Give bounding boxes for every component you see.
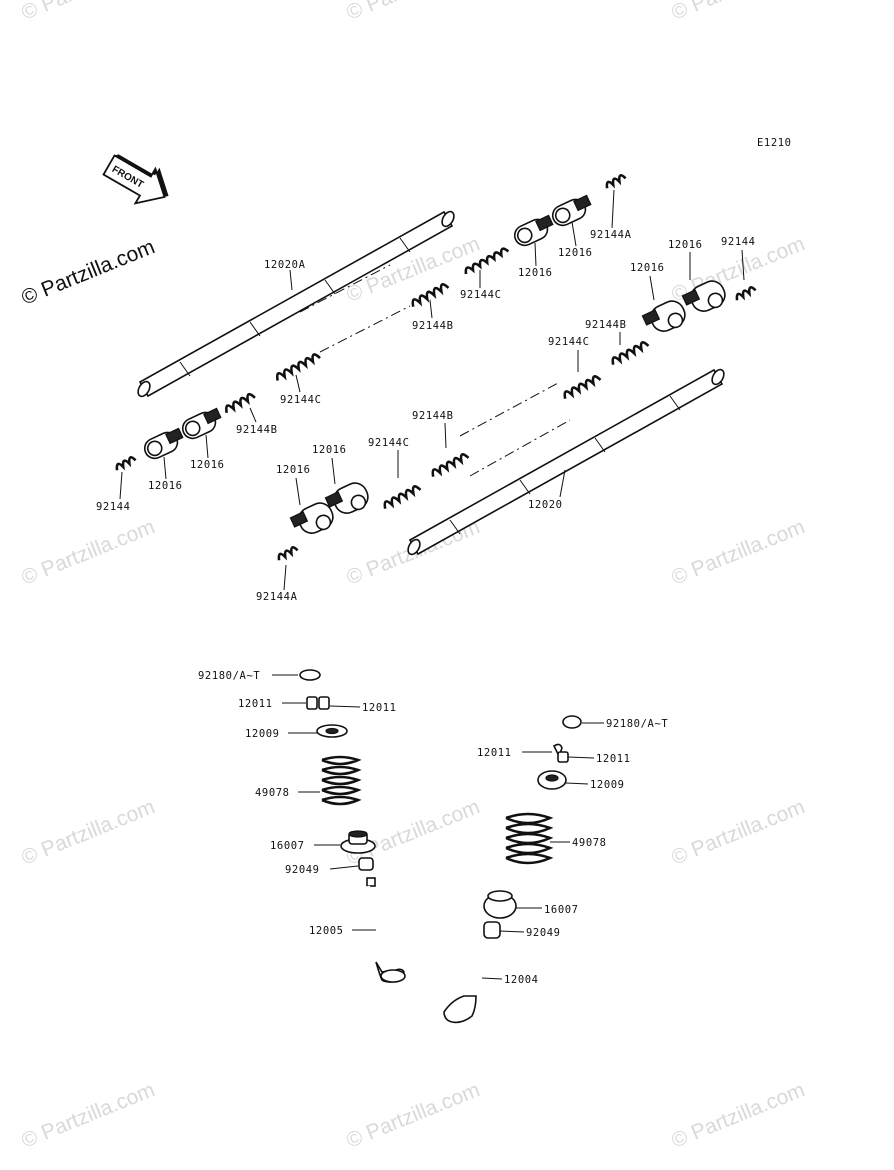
- watermark: © Partzilla.com: [668, 0, 808, 25]
- callout-12004: 12004: [504, 974, 539, 986]
- watermark: © Partzilla.com: [668, 515, 808, 589]
- callout-12016: 12016: [558, 247, 593, 259]
- callout-92144a: 92144A: [590, 229, 632, 241]
- callout-49078: 49078: [255, 787, 290, 799]
- callout-12011: 12011: [477, 747, 512, 759]
- watermark: © Partzilla.com: [668, 795, 808, 869]
- spring-92144b-lower: [431, 453, 470, 477]
- rocker-arm: [143, 427, 184, 460]
- valve-assembly-exhaust: [299, 669, 406, 983]
- callout-12011: 12011: [362, 702, 397, 714]
- callout-12011: 12011: [238, 698, 273, 710]
- rocker-arm: [324, 482, 369, 514]
- callout-12005: 12005: [309, 925, 344, 937]
- spring-92144b-upper: [411, 283, 450, 307]
- brand-watermark: © Partzilla.com: [18, 235, 158, 309]
- callout-92180: 92180/A~T: [606, 718, 668, 730]
- watermark: © Partzilla.com: [668, 1078, 808, 1152]
- callout-12016: 12016: [630, 262, 665, 274]
- watermark: © Partzilla.com: [18, 795, 158, 869]
- spring-92144-left: [115, 456, 137, 471]
- watermark: © Partzilla.com: [18, 1078, 158, 1152]
- callout-92144b: 92144B: [236, 424, 278, 436]
- callout-92144c: 92144C: [548, 336, 590, 348]
- callout-92180: 92180/A~T: [198, 670, 260, 682]
- watermark: © Partzilla.com: [18, 515, 158, 589]
- rocker-arm: [181, 407, 222, 440]
- spring-92144-right: [735, 286, 757, 301]
- watermark: © Partzilla.com: [343, 1078, 483, 1152]
- rocker-arm: [641, 300, 686, 332]
- callout-12009: 12009: [590, 779, 625, 791]
- callout-12020a: 12020A: [264, 259, 306, 271]
- callout-92144b: 92144B: [585, 319, 627, 331]
- callout-12016: 12016: [668, 239, 703, 251]
- valve-assembly-intake: [443, 715, 582, 1024]
- rocker-arm: [681, 280, 726, 312]
- callout-12011: 12011: [596, 753, 631, 765]
- callout-12016: 12016: [190, 459, 225, 471]
- callout-12016: 12016: [312, 444, 347, 456]
- callout-92144c: 92144C: [460, 289, 502, 301]
- callout-16007: 16007: [270, 840, 305, 852]
- spring-92144b-right: [611, 341, 650, 365]
- rocker-shaft-12020: [407, 368, 725, 556]
- spring-92144b-left: [225, 392, 256, 414]
- spring-92144c-lower: [383, 485, 422, 509]
- spring-92144a-top: [605, 174, 627, 189]
- callout-12016: 12016: [148, 480, 183, 492]
- rocker-arm: [551, 194, 592, 227]
- callout-16007: 16007: [544, 904, 579, 916]
- front-arrow-icon: FRONT: [102, 154, 169, 205]
- callout-49078: 49078: [572, 837, 607, 849]
- callout-92144: 92144: [721, 236, 756, 248]
- callout-92049: 92049: [285, 864, 320, 876]
- callout-92144b: 92144B: [412, 320, 454, 332]
- spring-92144c-right: [563, 375, 602, 399]
- callout-12020: 12020: [528, 499, 563, 511]
- spring-92144c-mid: [275, 353, 321, 381]
- watermark: © Partzilla.com: [343, 0, 483, 25]
- callout-92144a: 92144A: [256, 591, 298, 603]
- spring-92144c-upper: [464, 247, 510, 275]
- callout-12009: 12009: [245, 728, 280, 740]
- callout-92144b: 92144B: [412, 410, 454, 422]
- spring-92144a-bottom: [277, 546, 299, 561]
- rocker-arm: [513, 214, 554, 247]
- callout-92144: 92144: [96, 501, 131, 513]
- callout-92144c: 92144C: [368, 437, 410, 449]
- shim-92180: [299, 669, 321, 681]
- callout-92049: 92049: [526, 927, 561, 939]
- diagram-code: E1210: [757, 137, 792, 149]
- watermark: © Partzilla.com: [18, 0, 158, 25]
- callout-92144c: 92144C: [280, 394, 322, 406]
- rocker-shaft-12020a: [137, 210, 455, 398]
- callout-12016: 12016: [518, 267, 553, 279]
- rocker-arm: [289, 502, 334, 534]
- callout-12016: 12016: [276, 464, 311, 476]
